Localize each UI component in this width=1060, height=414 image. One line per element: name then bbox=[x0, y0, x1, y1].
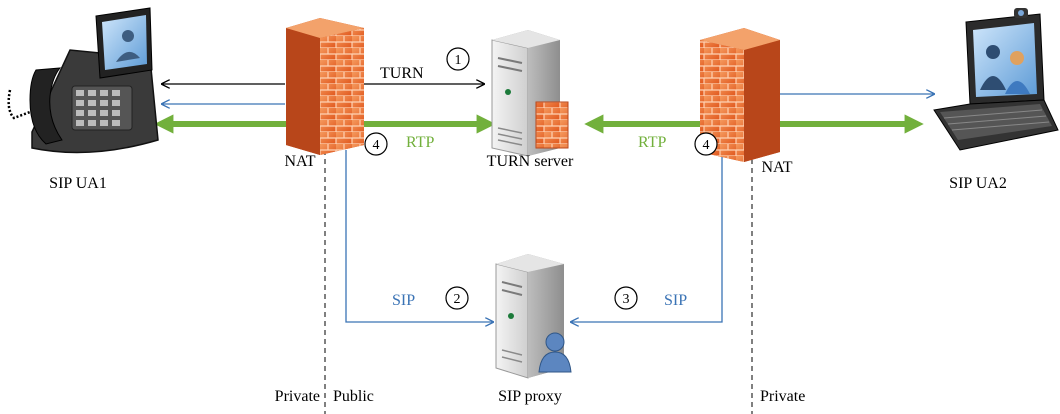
step-number-sip-ua2: 3 bbox=[623, 292, 630, 307]
sip-path-ua1-to-proxy bbox=[345, 150, 493, 322]
sip-left-label: SIP bbox=[392, 292, 415, 309]
step-number-rtp-left: 4 bbox=[373, 138, 380, 153]
step-badge-turn: 1 bbox=[446, 47, 470, 71]
nat-left-label: NAT bbox=[284, 153, 315, 170]
firewall-badge-icon bbox=[535, 101, 569, 149]
step-badge-rtp-right: 4 bbox=[694, 132, 718, 156]
rtp-left-label: RTP bbox=[406, 134, 434, 151]
laptop-icon bbox=[933, 8, 1059, 151]
zone-private-left: Private bbox=[275, 388, 320, 405]
rtp-right-label: RTP bbox=[638, 134, 666, 151]
step-number-turn: 1 bbox=[455, 53, 462, 68]
sip-proxy-label: SIP proxy bbox=[498, 388, 562, 405]
zone-public: Public bbox=[333, 388, 374, 405]
nat-right-label: NAT bbox=[761, 159, 792, 176]
nat-firewall-left bbox=[286, 18, 364, 155]
sip-right-label: SIP bbox=[664, 292, 687, 309]
sip-proxy-server-icon bbox=[495, 254, 572, 379]
zone-private-right: Private bbox=[760, 388, 805, 405]
nat-firewall-right bbox=[700, 28, 780, 162]
user-badge-icon bbox=[538, 332, 572, 373]
step-badge-sip-ua2: 3 bbox=[614, 286, 638, 310]
step-number-sip-ua1: 2 bbox=[454, 292, 461, 307]
sip-path-ua2-to-proxy bbox=[571, 150, 723, 322]
ua1-label: SIP UA1 bbox=[49, 175, 107, 192]
turn-server-icon bbox=[491, 30, 569, 157]
ua2-label: SIP UA2 bbox=[949, 175, 1007, 192]
turn-server-label: TURN server bbox=[487, 153, 574, 170]
step-number-rtp-right: 4 bbox=[703, 138, 710, 153]
step-badge-sip-ua1: 2 bbox=[445, 286, 469, 310]
desk-phone-icon bbox=[7, 7, 159, 154]
step-badge-rtp-left: 4 bbox=[364, 132, 388, 156]
turn-flow-label: TURN bbox=[380, 65, 424, 82]
